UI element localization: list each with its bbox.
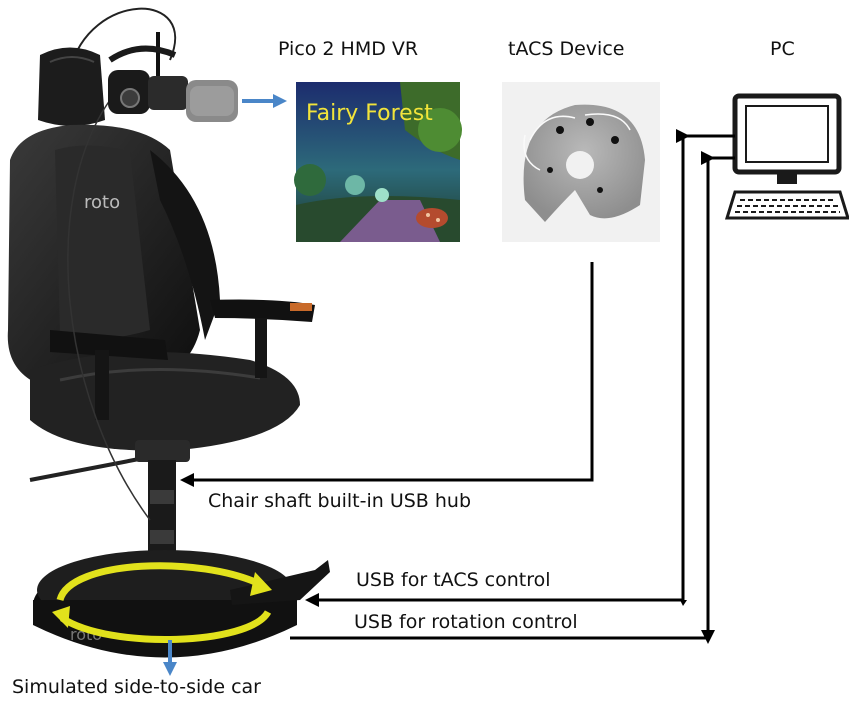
vr-scene-image: Fairy Forest xyxy=(294,82,462,242)
tacs-cap-image xyxy=(502,82,660,242)
vr-headset-image xyxy=(108,45,238,122)
label-usb-rotation: USB for rotation control xyxy=(354,611,578,633)
label-simulated-car: Simulated side-to-side car xyxy=(12,676,261,698)
scene-title: Fairy Forest xyxy=(306,101,433,126)
tacs-to-hub-connector xyxy=(180,262,594,487)
label-usb-hub: Chair shaft built-in USB hub xyxy=(208,490,472,512)
chair-image: roto roto xyxy=(7,7,330,658)
label-tacs-device: tACS Device xyxy=(508,38,625,60)
pc-icon xyxy=(724,93,849,220)
usb-rotation-connector xyxy=(290,151,735,644)
label-hmd: Pico 2 HMD VR xyxy=(278,38,419,60)
label-usb-tacs: USB for tACS control xyxy=(356,569,551,591)
usb-tacs-connector xyxy=(305,129,735,607)
headset-to-hmd-arrow xyxy=(242,94,287,108)
label-pc: PC xyxy=(770,38,795,60)
car-motion-arrow xyxy=(163,640,177,676)
chair-logo-text: roto xyxy=(84,192,120,213)
rotation-arrow-icon xyxy=(52,562,272,644)
